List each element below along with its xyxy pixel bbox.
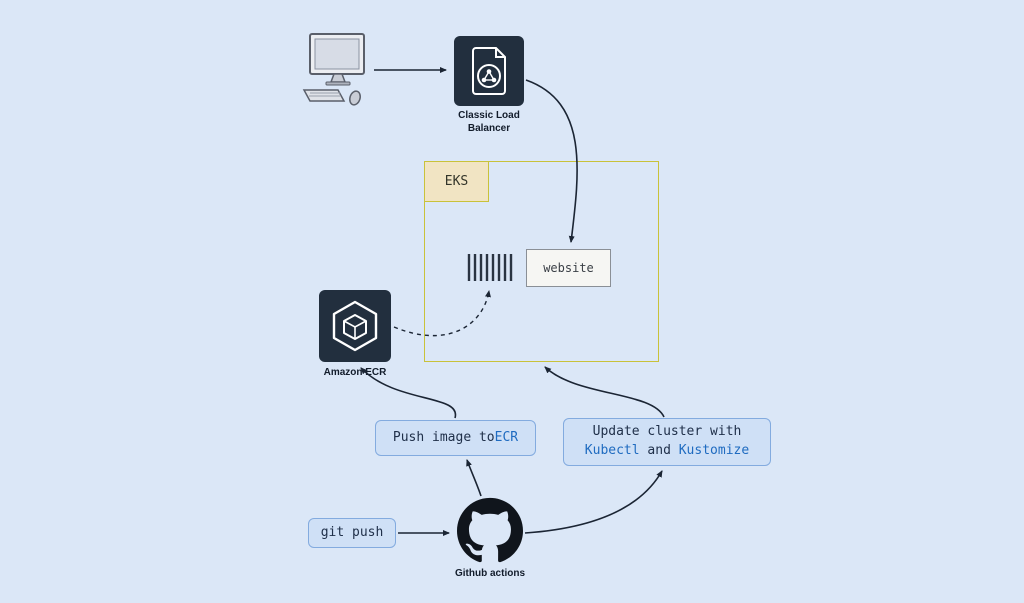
update-badge-and: and [639, 443, 679, 458]
push-image-badge: Push image to ECR [375, 420, 536, 456]
arrow-updatebadge-to-eks [544, 366, 665, 418]
update-badge-kustomize: Kustomize [678, 443, 750, 458]
website-node: website [526, 249, 611, 287]
container-image-icon [466, 252, 513, 283]
eks-tab: EKS [424, 161, 489, 202]
ecr-label: Amazon ECR [323, 367, 387, 378]
update-cluster-badge: Update cluster with Kubectl and Kustomiz… [563, 418, 771, 466]
amazon-ecr-icon [319, 290, 391, 362]
update-badge-line2: Kubectl and Kustomize [585, 442, 749, 461]
git-push-label: git push [320, 524, 384, 540]
push-badge-text: Push image to [392, 429, 495, 445]
arrow-github-to-pushbadge [466, 459, 482, 497]
clb-label: Classic Load Balancer [458, 110, 520, 134]
eks-label: EKS [444, 174, 469, 189]
push-badge-ecr-text: ECR [494, 429, 519, 445]
arrow-github-to-updatebadge [524, 470, 663, 534]
git-push-badge: git push [308, 518, 396, 548]
github-label: Github actions [455, 568, 525, 579]
github-actions-icon [457, 497, 523, 563]
update-badge-kubectl: Kubectl [584, 443, 640, 458]
website-label: website [543, 261, 594, 275]
classic-load-balancer-icon [454, 36, 524, 106]
update-badge-line1: Update cluster with [593, 423, 742, 442]
update-badge-text: Update cluster with [592, 424, 742, 440]
computer-icon [296, 28, 380, 112]
